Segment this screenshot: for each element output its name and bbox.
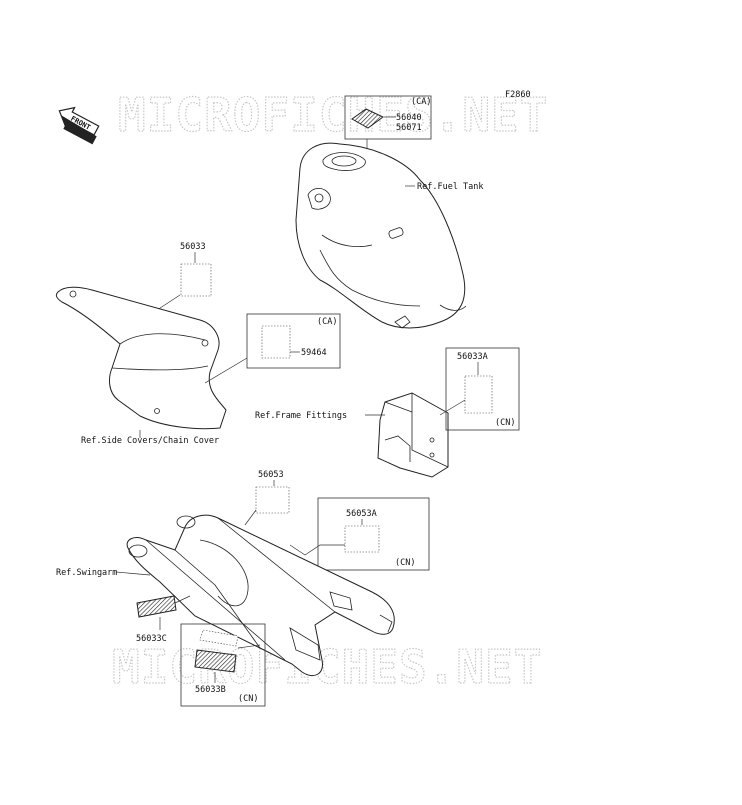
swing-decal-56053A: [344, 525, 380, 553]
tank-warning-decal: [351, 108, 384, 129]
frame-fitting-shape: [377, 392, 449, 478]
part-56040: 56040: [396, 113, 422, 123]
part-59464: 59464: [301, 348, 327, 358]
ref-fuel-tank: Ref.Fuel Tank: [417, 182, 484, 192]
part-56053: 56053: [258, 470, 284, 480]
part-56033C: 56033C: [136, 634, 167, 644]
part-56033A: 56033A: [457, 352, 488, 362]
tank-decal-box: [344, 95, 432, 140]
tank-region-code: (CA): [411, 97, 431, 107]
side-region-code: (CA): [317, 317, 337, 327]
part-56033B: 56033B: [195, 685, 226, 695]
fuel-tank-shape: [295, 142, 466, 329]
part-56033: 56033: [180, 242, 206, 252]
watermark-bottom: MICROFICHES.NET: [112, 640, 542, 694]
swing-decal-outline: [199, 629, 239, 647]
frame-region-code: (CN): [495, 418, 515, 428]
part-56053A: 56053A: [346, 509, 377, 519]
swing-decal-56033C: [136, 595, 177, 618]
side-cover-shape: [55, 286, 227, 430]
bottom-region-code: (CN): [238, 694, 258, 704]
fuel-tank-group: (CA) 56040 56071 Ref.Fuel Tank: [295, 95, 484, 329]
side-decal-59464: [261, 325, 291, 359]
frame-decal-box: [445, 347, 520, 431]
side-cover-group: 56033 Ref.Side Covers/Chain Cover (CA) 5…: [55, 242, 341, 446]
swingarm-shape: [126, 514, 395, 676]
swing-decal-56053: [255, 486, 290, 514]
side-decal-56033: [180, 263, 212, 297]
swing-decal-56033B: [194, 649, 237, 673]
frame-fittings-group: Ref.Frame Fittings 56033A (CN): [255, 347, 520, 478]
frame-decal-56033A: [464, 375, 493, 414]
side-decal-box: [246, 313, 341, 369]
watermark-top: MICROFICHES.NET: [118, 88, 548, 142]
swingarm-group: 56053 56053A (CN) Ref.Swingarm 56033C: [56, 470, 430, 707]
front-arrow-icon: FRONT: [58, 106, 100, 145]
swing-region-code: (CN): [395, 558, 415, 568]
part-56071: 56071: [396, 123, 422, 133]
ref-swingarm: Ref.Swingarm: [56, 568, 117, 578]
ref-frame-fittings: Ref.Frame Fittings: [255, 411, 347, 421]
figure-code: F2860: [505, 90, 531, 100]
swing-decal-box: [317, 497, 430, 571]
bottom-decal-box: [180, 623, 266, 707]
ref-side-covers: Ref.Side Covers/Chain Cover: [81, 436, 219, 446]
